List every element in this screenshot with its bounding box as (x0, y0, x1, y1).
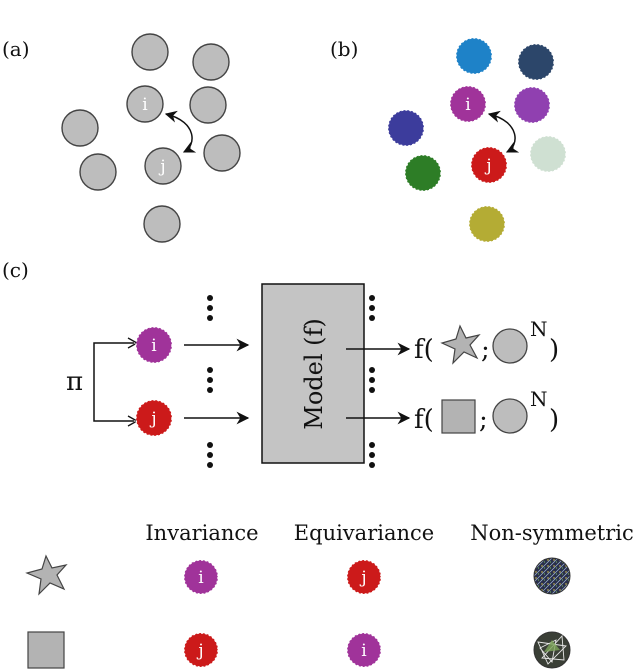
star-icon (440, 324, 481, 365)
pi-symbol: π (66, 367, 83, 397)
node (79, 153, 117, 191)
node (203, 134, 241, 172)
swap-arrow (164, 110, 197, 153)
node (131, 33, 169, 71)
output-2-close: ) (549, 405, 559, 435)
equivariance-node-label: j (359, 568, 366, 588)
panel-a-nodes (61, 33, 241, 243)
node (517, 43, 555, 81)
node (513, 86, 551, 124)
permutation-bracket (93, 342, 134, 422)
model-box (261, 283, 365, 464)
model-label: Model (f) (300, 318, 328, 430)
node-j (144, 147, 182, 185)
legend-table: Invariance Equivariance Non-symmetric i … (25, 521, 634, 669)
node (61, 109, 99, 147)
invariance-node (183, 632, 219, 668)
equivariance-node (346, 559, 382, 595)
context-node-icon (492, 398, 528, 434)
node (387, 109, 425, 147)
node-i-label: i (465, 95, 471, 115)
header-equivariance: Equivariance (294, 521, 434, 545)
invariance-node-label: i (198, 568, 204, 588)
output-2-semicolon: ; (479, 405, 488, 435)
input-node-i (135, 326, 173, 364)
node (529, 135, 567, 173)
star-icon (25, 554, 68, 596)
scrambled-node-icon (533, 557, 571, 595)
output-2-superscript: N (530, 387, 548, 411)
swap-arrow (487, 110, 520, 153)
input-node-i-label: i (151, 336, 157, 356)
node-i-label: i (142, 95, 148, 115)
equivariance-node-label: i (361, 641, 367, 661)
input-node-j-label: j (149, 409, 156, 429)
panel-a-label: (a) (2, 37, 30, 61)
square-icon (441, 399, 476, 434)
panel-b: (b) i j (330, 37, 567, 243)
input-node-j (135, 399, 173, 437)
node (143, 205, 181, 243)
output-1-prefix: f( (414, 335, 434, 365)
panel-c-label: (c) (2, 258, 29, 282)
node (468, 205, 506, 243)
node-j-label: j (484, 156, 491, 176)
output-1-superscript: N (530, 317, 548, 341)
context-node-icon (492, 328, 528, 364)
node (192, 43, 230, 81)
node-i (449, 85, 487, 123)
output-1-close: ) (549, 335, 559, 365)
node (404, 154, 442, 192)
node-j-label: j (158, 157, 165, 177)
square-icon (27, 631, 65, 669)
output-1-semicolon: ; (481, 335, 490, 365)
panel-b-label: (b) (330, 37, 358, 61)
output-2-prefix: f( (414, 405, 434, 435)
equivariance-node (346, 632, 382, 668)
scrambled-triangles-icon (533, 631, 571, 669)
node (455, 37, 493, 75)
header-non-symmetric: Non-symmetric (470, 521, 634, 545)
node-i (126, 85, 164, 123)
bracket-arrowheads (127, 337, 139, 427)
header-invariance: Invariance (145, 521, 258, 545)
node (189, 86, 227, 124)
ellipsis-right (369, 295, 375, 468)
ellipsis-left (207, 295, 213, 468)
panel-c: (c) π i j Model (f) f( (2, 258, 559, 468)
invariance-node (183, 559, 219, 595)
panel-a: (a) i j (2, 33, 241, 243)
invariance-node-label: j (196, 641, 203, 661)
